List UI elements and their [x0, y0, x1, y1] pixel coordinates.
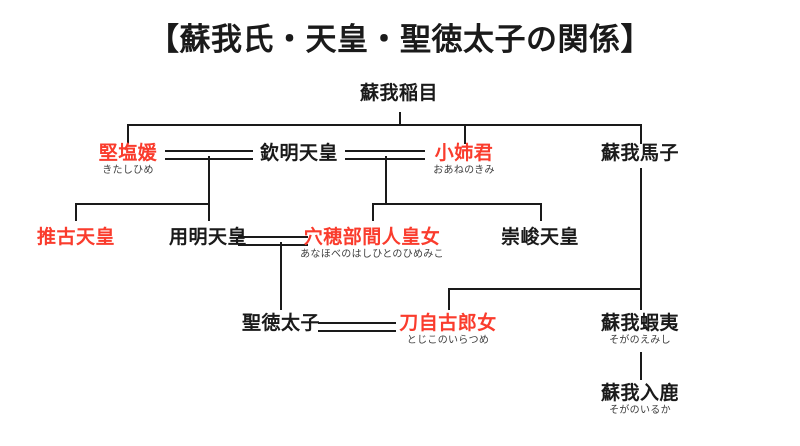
person-name: 蘇我入鹿 [600, 382, 680, 404]
node-suiko[interactable]: 推古天皇 [37, 226, 115, 248]
person-kana: きたしひめ [102, 165, 154, 176]
person-name: 堅塩媛 [98, 142, 158, 164]
line-iname-stem [399, 112, 401, 126]
person-kana: あなほべのはしひとのひめみこ [300, 249, 444, 260]
node-soga-no-iname[interactable]: 蘇我稲目 [360, 82, 438, 104]
node-shotoku[interactable]: 聖徳太子 [242, 312, 320, 334]
person-name: 蘇我馬子 [600, 142, 680, 164]
person-kana: そがのいるか [609, 405, 671, 416]
line-iname-children-bus [128, 124, 642, 126]
person-name: 推古天皇 [36, 226, 116, 248]
line-bus-kitashihime-kinmei [75, 203, 210, 205]
person-name: 崇峻天皇 [500, 226, 580, 248]
node-kitashihime[interactable]: 堅塩媛 きたしひめ [99, 142, 158, 177]
person-name: 刀自古郎女 [399, 312, 497, 334]
person-name: 蘇我稲目 [359, 82, 439, 104]
node-soga-no-iruka[interactable]: 蘇我入鹿 そがのいるか [601, 382, 679, 417]
person-name: 穴穂部間人皇女 [303, 226, 441, 248]
line-stem-kitashihime-kinmei [208, 156, 210, 204]
line-stem-yomei-anahobe [280, 242, 282, 310]
line-umako-spine [640, 168, 642, 288]
marriage-shotoku-tojiko [318, 322, 396, 332]
line-emishi-iruka [640, 352, 642, 380]
marriage-yomei-anahobe [238, 236, 308, 246]
line-drop-kitashihime [127, 124, 129, 144]
line-drop-anahobe [372, 203, 374, 221]
person-name: 小姉君 [434, 142, 494, 164]
person-kana: おあねのきみ [433, 165, 495, 176]
line-drop-sushun [540, 203, 542, 221]
line-drop-emishi [640, 288, 642, 310]
person-name: 欽明天皇 [259, 142, 339, 164]
page-title: 【蘇我氏・天皇・聖徳太子の関係】 [148, 22, 652, 58]
line-drop-oanenokimi [464, 124, 466, 144]
node-sushun[interactable]: 崇峻天皇 [501, 226, 579, 248]
line-drop-yomei [208, 203, 210, 221]
person-name: 蘇我蝦夷 [600, 312, 680, 334]
node-kinmei[interactable]: 欽明天皇 [260, 142, 338, 164]
line-bus-kinmei-oanenokimi [372, 203, 542, 205]
node-anahobe[interactable]: 穴穂部間人皇女 あなほべのはしひとのひめみこ [300, 226, 444, 261]
person-kana: そがのえみし [609, 335, 671, 346]
node-soga-no-emishi[interactable]: 蘇我蝦夷 そがのえみし [601, 312, 679, 347]
person-name: 聖徳太子 [241, 312, 321, 334]
node-soga-no-umako[interactable]: 蘇我馬子 [601, 142, 679, 164]
line-drop-umako [640, 124, 642, 144]
person-kana: とじこのいらつめ [406, 335, 490, 346]
line-drop-tojiko [448, 288, 450, 310]
node-tojiko[interactable]: 刀自古郎女 とじこのいらつめ [399, 312, 497, 347]
line-bus-umako-children [448, 288, 642, 290]
line-drop-suiko [75, 203, 77, 221]
node-oane-no-kimi[interactable]: 小姉君 おあねのきみ [433, 142, 495, 177]
node-yomei[interactable]: 用明天皇 [169, 226, 247, 248]
line-stem-kinmei-oanenokimi [385, 156, 387, 204]
person-name: 用明天皇 [168, 226, 248, 248]
